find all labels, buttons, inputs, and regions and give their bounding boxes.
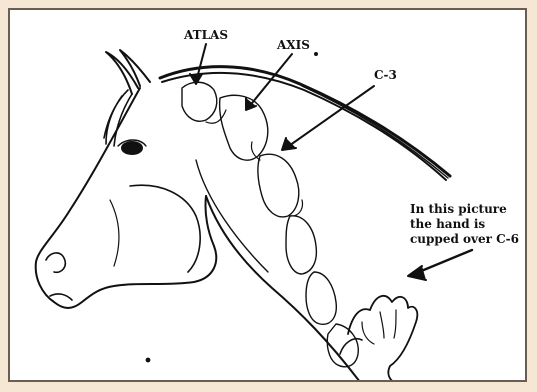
note-line: In this picture bbox=[410, 202, 519, 217]
label-axis: AXIS bbox=[277, 38, 310, 52]
horse-head-outline bbox=[36, 88, 217, 308]
horse-nostril bbox=[46, 253, 65, 272]
horse-neck-illustration bbox=[10, 10, 527, 382]
c3-vertebra bbox=[258, 154, 299, 217]
hand-note: In this picture the hand is cupped over … bbox=[410, 202, 519, 247]
horse-throat bbox=[206, 196, 360, 382]
horse-mouth bbox=[50, 294, 72, 300]
axis-vertebra bbox=[220, 95, 268, 160]
horse-eye bbox=[122, 142, 142, 154]
horse-ear-back bbox=[106, 52, 138, 94]
diagram-frame: ATLAS AXIS C-3 In this picture the hand … bbox=[8, 8, 527, 382]
atlas-vertebra bbox=[182, 82, 217, 121]
horse-forelock bbox=[104, 90, 132, 146]
label-atlas: ATLAS bbox=[184, 28, 228, 42]
label-c3: C-3 bbox=[374, 68, 397, 82]
horse-jaw bbox=[130, 185, 200, 272]
c4-vertebra bbox=[286, 216, 316, 274]
note-line: the hand is bbox=[410, 217, 519, 232]
axis-arrow bbox=[248, 54, 292, 108]
note-line: cupped over C-6 bbox=[410, 232, 519, 247]
c5-vertebra bbox=[306, 272, 336, 324]
